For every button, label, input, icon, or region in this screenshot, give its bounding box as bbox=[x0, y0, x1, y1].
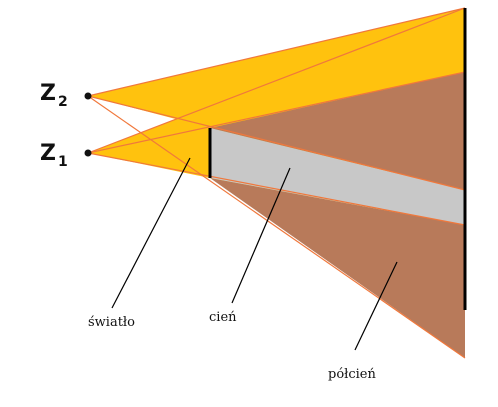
label-penumbra: półcień bbox=[328, 367, 376, 382]
callout-line-shadow bbox=[231, 167, 291, 304]
ray bbox=[87, 7, 466, 154]
ray bbox=[87, 95, 466, 191]
source-point-z1 bbox=[84, 149, 92, 157]
label-light: światło bbox=[88, 315, 135, 330]
penumbra-region-upper bbox=[210, 72, 465, 190]
label-shadow: cień bbox=[209, 310, 237, 325]
ray bbox=[87, 71, 466, 154]
ray bbox=[87, 152, 466, 226]
shadow-region bbox=[210, 128, 465, 225]
callout-line-light bbox=[111, 157, 191, 309]
rays-from-z1 bbox=[87, 7, 466, 226]
callout-line-penumbra bbox=[354, 261, 398, 351]
source-point-z2 bbox=[84, 92, 92, 100]
ray bbox=[87, 7, 466, 97]
